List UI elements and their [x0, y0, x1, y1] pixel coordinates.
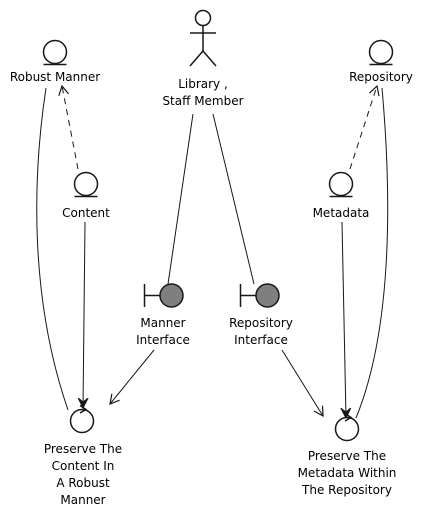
control-icon [69, 404, 95, 434]
entity-icon [328, 171, 354, 198]
actor-name-line-2: Staff Member [162, 94, 243, 108]
control-preserve-content-label-line-1: Preserve The [44, 442, 122, 456]
boundary-manner-interface-label-line-2: Interface [136, 333, 190, 347]
boundary-icon [143, 283, 184, 308]
boundary-repository-interface[interactable]: Repository Interface [229, 283, 293, 347]
boundary-manner-interface-label-line-1: Manner [140, 316, 185, 330]
control-preserve-metadata-label-line-1: Preserve The [308, 449, 386, 463]
actor-library-staff[interactable]: Library , Staff Member [162, 9, 244, 109]
edge-manner-interface-to-preserve-content [109, 349, 155, 405]
entity-content-label: Content [62, 206, 110, 220]
edges [36, 84, 389, 419]
boundary-manner-interface[interactable]: Manner Interface [136, 283, 190, 347]
entity-metadata-label: Metadata [313, 206, 370, 220]
edge-actor-to-manner-interface [167, 113, 194, 285]
control-preserve-metadata-label-line-2: Metadata Within [298, 466, 397, 480]
edge-content-to-robust-manner [58, 84, 79, 170]
entity-repository[interactable]: Repository [349, 39, 413, 85]
edge-content-to-preserve-content [83, 221, 85, 408]
edge-robust-manner-to-preserve-content [36, 87, 69, 411]
edge-metadata-to-repository [349, 84, 380, 170]
edge-repository-to-preserve-metadata [355, 87, 389, 419]
entity-metadata[interactable]: Metadata [313, 171, 370, 221]
control-preserve-metadata-label-line-3: The Repository [301, 483, 392, 497]
boundary-repository-interface-label-line-1: Repository [229, 316, 293, 330]
edge-repository-interface-to-preserve-metadata [281, 349, 324, 418]
entity-icon [73, 171, 99, 198]
entity-repository-label: Repository [349, 70, 413, 84]
entity-content[interactable]: Content [62, 171, 110, 221]
control-preserve-content-label-line-4: Manner [60, 493, 105, 507]
control-icon [334, 412, 360, 442]
entity-robust-manner[interactable]: Robust Manner [10, 39, 100, 85]
control-preserve-content-label-line-2: Content In [52, 459, 115, 473]
edge-actor-to-repository-interface [212, 113, 255, 285]
control-preserve-metadata[interactable]: Preserve The Metadata Within The Reposit… [298, 412, 397, 498]
boundary-repository-interface-label-line-2: Interface [234, 333, 288, 347]
stick-figure-actor-icon [189, 9, 217, 67]
control-preserve-content[interactable]: Preserve The Content In A Robust Manner [44, 404, 122, 508]
edge-metadata-to-preserve-metadata [342, 221, 346, 418]
entity-icon [368, 39, 394, 66]
boundary-icon [239, 283, 280, 308]
entity-robust-manner-label: Robust Manner [10, 70, 100, 84]
control-preserve-content-label-line-3: A Robust [56, 476, 110, 490]
entity-icon [42, 39, 68, 66]
actor-name-line-1: Library , [178, 77, 228, 91]
